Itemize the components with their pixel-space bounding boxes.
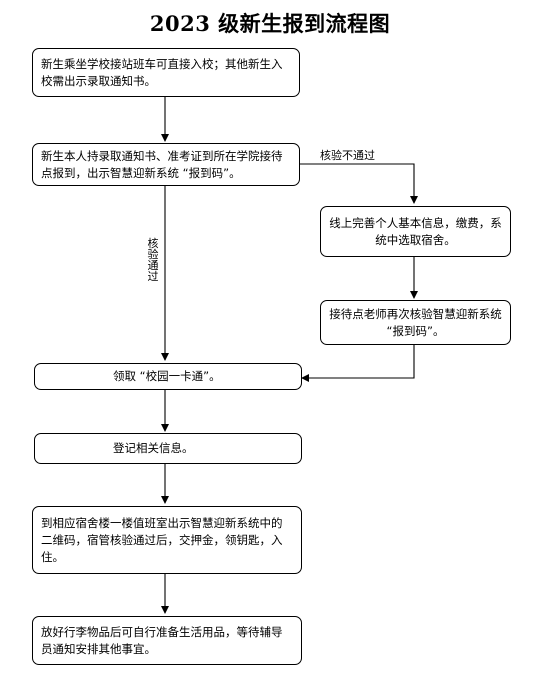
step-2-text: 新生本人持录取通知书、准考证到所在学院接待点报到，出示智慧迎新系统 “报到码”。 (41, 148, 283, 180)
branch-label-fail: 核验不通过 (320, 149, 375, 162)
step-1-box: 新生乘坐学校接站班车可直接入校；其他新生入校需出示录取通知书。 (32, 48, 300, 97)
arrow-step2-to-step3 (300, 163, 418, 204)
step-8-box: 放好行李物品后可自行准备生活用品，等待辅导员通知安排其他事宜。 (32, 616, 302, 665)
step-3-box: 线上完善个人基本信息，缴费，系统中选取宿舍。 (320, 206, 511, 257)
step-2-box: 新生本人持录取通知书、准考证到所在学院接待点报到，出示智慧迎新系统 “报到码”。 (32, 143, 300, 186)
step-6-box: 登记相关信息。 (34, 433, 302, 464)
step-5-box: 领取 “校园一卡通”。 (34, 363, 302, 390)
step-7-text: 到相应宿舍楼一楼值班室出示智慧迎新系统中的二维码，宿管核验通过后，交押金，领钥匙… (41, 515, 283, 564)
step-7-box: 到相应宿舍楼一楼值班室出示智慧迎新系统中的二维码，宿管核验通过后，交押金，领钥匙… (32, 506, 302, 574)
step-4-box: 接待点老师再次核验智慧迎新系统 “报到码”。 (320, 300, 511, 345)
step-5-text: 领取 “校园一卡通”。 (113, 369, 221, 383)
branch-label-pass: 核验通过 (147, 237, 159, 283)
step-1-text: 新生乘坐学校接站班车可直接入校；其他新生入校需出示录取通知书。 (41, 56, 283, 88)
step-6-text: 登记相关信息。 (113, 441, 194, 455)
step-4-text: 接待点老师再次核验智慧迎新系统 “报到码”。 (329, 306, 502, 338)
step-3-text: 线上完善个人基本信息，缴费，系统中选取宿舍。 (329, 215, 502, 247)
page-title: 2023 级新生报到流程图 (149, 11, 391, 36)
step-8-text: 放好行李物品后可自行准备生活用品，等待辅导员通知安排其他事宜。 (41, 624, 283, 656)
arrow-step4-to-step5 (301, 345, 415, 382)
